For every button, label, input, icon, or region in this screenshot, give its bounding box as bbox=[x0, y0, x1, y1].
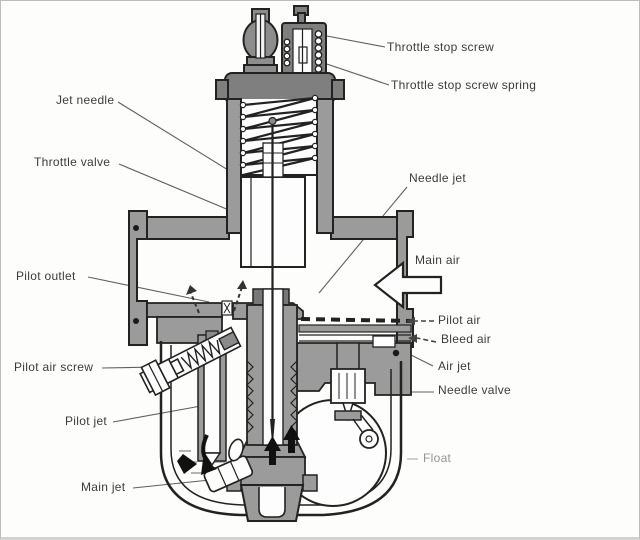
label-bleed-air: Bleed air bbox=[441, 332, 492, 346]
flange-bolts bbox=[133, 225, 139, 324]
mixing-chamber-cap bbox=[215, 72, 345, 104]
label-main-jet: Main jet bbox=[81, 480, 126, 494]
jet-needle-shape bbox=[268, 116, 277, 449]
fuel-pickup-window bbox=[228, 438, 244, 462]
label-needle-jet: Needle jet bbox=[409, 171, 467, 185]
label-pilot-outlet: Pilot outlet bbox=[16, 269, 76, 283]
pilot-air-screw-shape bbox=[139, 326, 242, 397]
label-pilot-jet: Pilot jet bbox=[65, 414, 108, 428]
label-float: Float bbox=[423, 451, 452, 465]
main-air-arrow bbox=[373, 260, 443, 310]
label-pilot-air: Pilot air bbox=[438, 313, 481, 327]
label-needle-valve: Needle valve bbox=[438, 383, 511, 397]
pilot-outlet-spray-arrows bbox=[186, 280, 247, 314]
needle-valve-shape bbox=[330, 342, 379, 449]
label-main-air: Main air bbox=[415, 253, 461, 267]
label-air-jet: Air jet bbox=[438, 359, 471, 373]
label-throttle-stop-screw-spring: Throttle stop screw spring bbox=[391, 78, 537, 92]
label-jet-needle: Jet needle bbox=[56, 93, 115, 107]
air-jet-shape bbox=[372, 335, 396, 348]
pilot-air-bleed-air-arrows bbox=[406, 317, 437, 343]
label-pilot-air-screw: Pilot air screw bbox=[14, 360, 94, 374]
fuel-inlet-piece bbox=[203, 455, 254, 493]
throttle-stop-screw-spring-shape bbox=[283, 30, 323, 73]
label-throttle-stop-screw: Throttle stop screw bbox=[387, 40, 495, 54]
fuel-flow-arrows bbox=[177, 425, 300, 475]
label-throttle-valve: Throttle valve bbox=[34, 155, 111, 169]
cable-adjuster-shape bbox=[242, 8, 279, 76]
